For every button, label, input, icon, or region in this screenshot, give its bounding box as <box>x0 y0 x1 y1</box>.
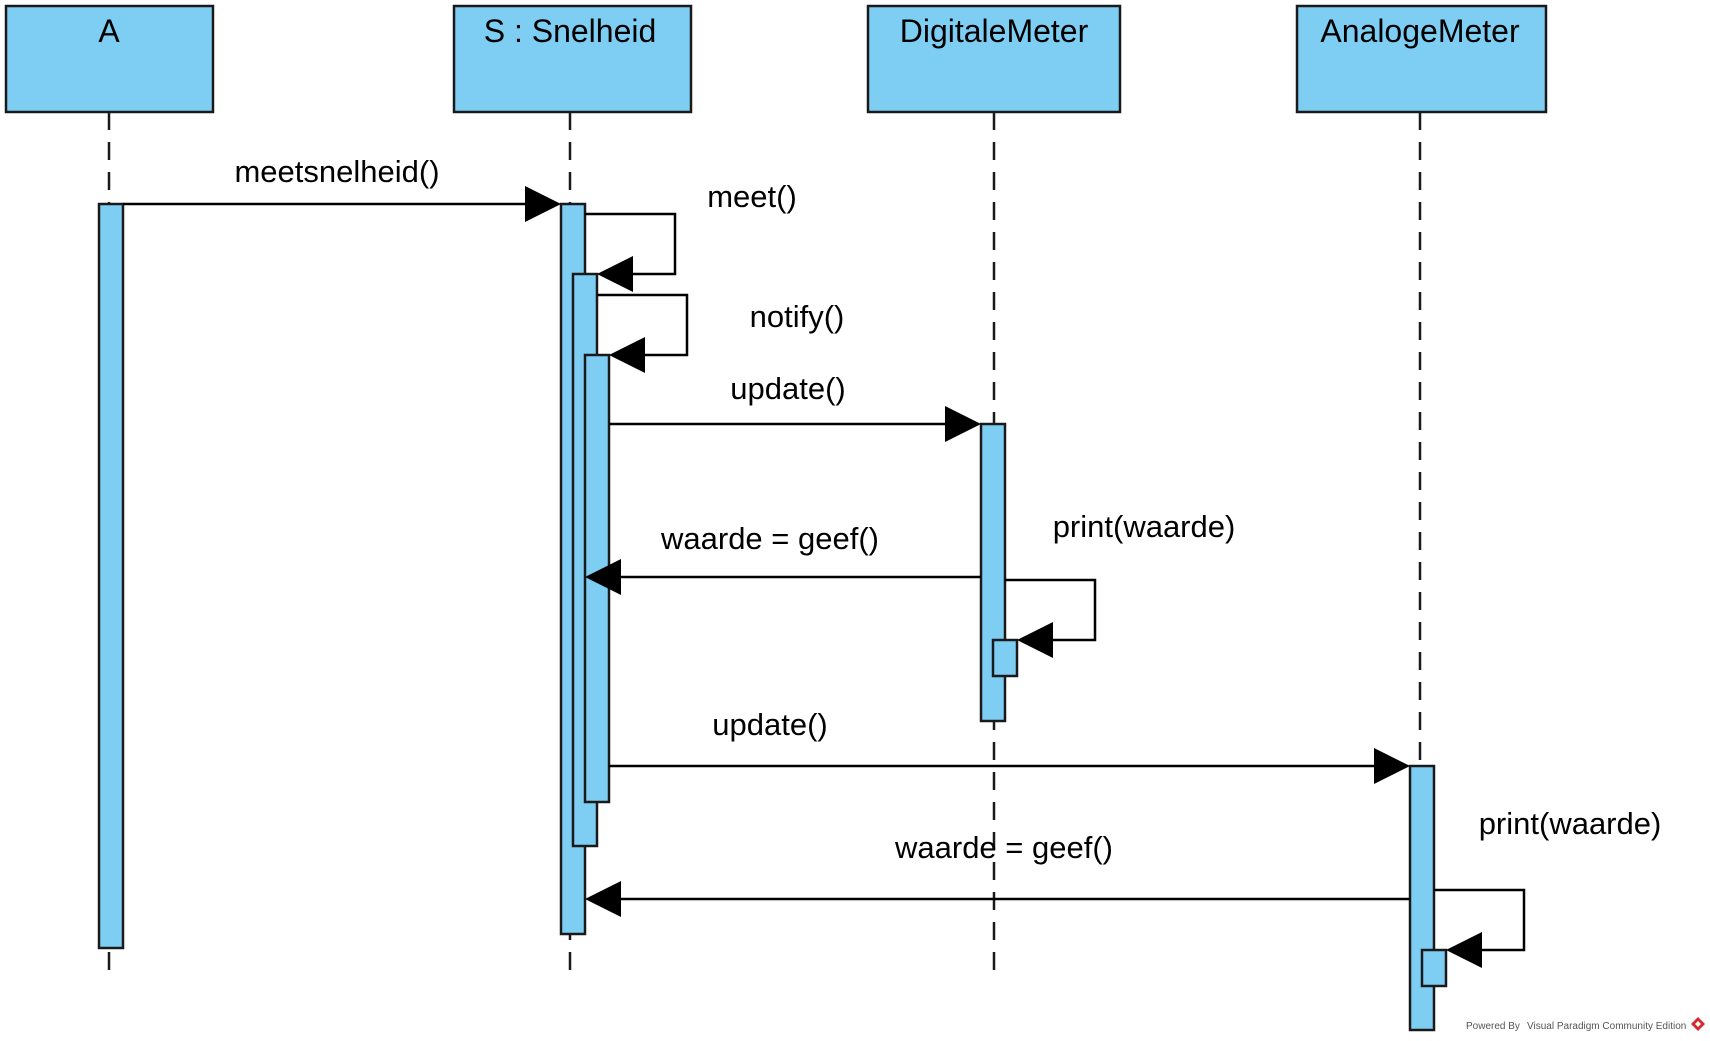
message-print-digitalemeter-line <box>1005 578 1097 642</box>
message-geef-digitalemeter-arrowhead <box>585 559 621 595</box>
activation-digitalemeter-print <box>991 638 1019 678</box>
message-notify-line <box>597 293 689 357</box>
message-meetsnelheid-label: meetsnelheid() <box>234 154 439 189</box>
participant-analogemeter[interactable]: AnalogeMeter <box>1295 4 1548 114</box>
message-notify[interactable]: notify() <box>597 293 845 373</box>
message-meet-label: meet() <box>707 179 797 214</box>
participant-s-snelheid-box <box>452 4 693 114</box>
participant-s-snelheid[interactable]: S : Snelheid <box>452 4 693 114</box>
footer-powered-by: Powered By Visual Paradigm Community Edi… <box>1466 1017 1705 1032</box>
message-meet-line <box>585 212 677 276</box>
message-print-analogemeter-label: print(waarde) <box>1479 806 1662 841</box>
message-geef-analogemeter-arrowhead <box>585 881 621 917</box>
message-update-digitalemeter-label: update() <box>730 371 845 406</box>
participant-digitalemeter[interactable]: DigitaleMeter <box>866 4 1122 114</box>
message-print-analogemeter-arrowhead <box>1446 932 1482 968</box>
message-geef-digitalemeter-label: waarde = geef() <box>660 521 879 556</box>
participant-a-box <box>4 4 215 114</box>
message-notify-label: notify() <box>750 299 845 334</box>
footer-product-name: Visual Paradigm Community Edition <box>1527 1021 1686 1032</box>
message-geef-analogemeter[interactable]: waarde = geef() <box>585 830 1410 917</box>
participant-s-snelheid-name: S : Snelheid <box>484 13 657 49</box>
message-update-digitalemeter[interactable]: update() <box>609 371 981 442</box>
activation-a <box>97 202 125 950</box>
message-print-digitalemeter-label: print(waarde) <box>1053 509 1236 544</box>
participant-analogemeter-box <box>1295 4 1548 114</box>
message-geef-analogemeter-label: waarde = geef() <box>894 830 1113 865</box>
activation-analogemeter <box>1408 764 1436 1032</box>
participant-digitalemeter-name: DigitaleMeter <box>900 13 1089 49</box>
message-update-analogemeter-label: update() <box>712 707 827 742</box>
message-print-analogemeter[interactable]: print(waarde) <box>1434 806 1661 968</box>
message-meet[interactable]: meet() <box>585 179 797 292</box>
participant-a[interactable]: A <box>4 4 215 114</box>
activation-analogemeter-print <box>1420 948 1448 988</box>
footer-powered-by-label: Powered By <box>1466 1021 1520 1032</box>
message-print-digitalemeter-arrowhead <box>1017 622 1053 658</box>
message-notify-arrowhead <box>609 337 645 373</box>
message-meetsnelheid-arrowhead <box>525 186 561 222</box>
message-print-digitalemeter[interactable]: print(waarde) <box>1005 509 1235 658</box>
visual-paradigm-logo-icon <box>1691 1017 1705 1031</box>
message-geef-digitalemeter[interactable]: waarde = geef() <box>585 521 981 595</box>
message-print-analogemeter-line <box>1434 888 1526 952</box>
participant-analogemeter-name: AnalogeMeter <box>1320 13 1520 49</box>
message-update-digitalemeter-arrowhead <box>945 406 981 442</box>
message-update-analogemeter-arrowhead <box>1374 748 1410 784</box>
message-meetsnelheid[interactable]: meetsnelheid() <box>123 154 561 222</box>
message-meet-arrowhead <box>597 256 633 292</box>
participant-a-name: A <box>98 13 120 49</box>
participant-digitalemeter-box <box>866 4 1122 114</box>
message-update-analogemeter[interactable]: update() <box>609 707 1410 784</box>
